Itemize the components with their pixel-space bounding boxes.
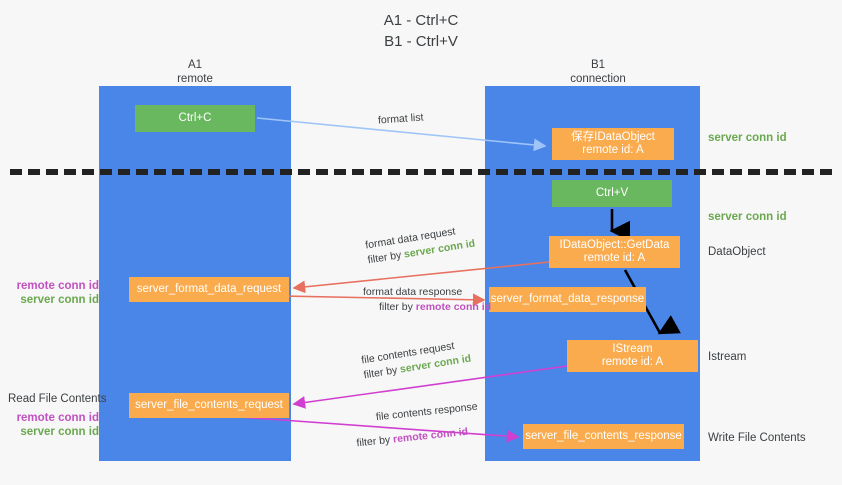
title-line-2: B1 - Ctrl+V xyxy=(384,33,458,50)
label-format-data-response-text: format data response xyxy=(363,286,463,298)
lane-header-b1: B1 connection xyxy=(533,58,663,86)
lane-a1-name: A1 xyxy=(187,59,203,71)
label-file-contents-response: file contents response filter by remote … xyxy=(353,400,481,452)
node-server-file-contents-response-label: server_file_contents_response xyxy=(525,429,682,442)
node-idataobject-line2: remote id: A xyxy=(582,144,644,156)
note-conn-ids-file: remote conn id server conn id xyxy=(7,411,99,439)
label-format-data-request: format data request filter by server con… xyxy=(364,222,476,269)
node-istream[interactable]: IStream remote id: A xyxy=(567,340,698,372)
node-server-file-contents-response[interactable]: server_file_contents_response xyxy=(523,424,684,449)
label-format-data-response-filter-prefix: filter by xyxy=(379,301,416,313)
node-ctrl-c-label: Ctrl+C xyxy=(178,111,212,124)
note-read-file-contents: Read File Contents xyxy=(8,393,107,405)
lane-a1-subtitle: remote xyxy=(177,73,213,85)
note-write-file-contents: Write File Contents xyxy=(708,432,806,444)
node-ctrl-v-label: Ctrl+V xyxy=(595,186,629,199)
note-server-conn-id-format: server conn id xyxy=(20,294,99,306)
node-server-format-data-response-label: server_format_data_response xyxy=(490,292,645,305)
note-dataobject: DataObject xyxy=(708,246,766,258)
node-server-format-data-request[interactable]: server_format_data_request xyxy=(129,277,289,302)
node-getdata-line2: remote id: A xyxy=(583,252,646,264)
label-file-contents-response-text: file contents response xyxy=(375,400,479,424)
lane-header-a1: A1 remote xyxy=(135,58,255,86)
page-title: A1 - Ctrl+C B1 - Ctrl+V xyxy=(0,10,842,52)
node-istream-line1: IStream xyxy=(612,342,653,355)
label-format-data-response: format data response filter by remote co… xyxy=(363,285,491,315)
phase-divider xyxy=(10,169,832,175)
node-server-file-contents-request[interactable]: server_file_contents_request xyxy=(129,393,289,418)
node-server-file-contents-request-label: server_file_contents_request xyxy=(135,398,283,411)
note-remote-conn-id-file: remote conn id xyxy=(16,412,99,424)
label-format-list: format list xyxy=(378,110,424,128)
label-format-list-text: format list xyxy=(377,111,424,127)
lane-b1-subtitle: connection xyxy=(570,73,626,85)
node-getdata-line1: IDataObject::GetData xyxy=(559,238,670,251)
node-server-format-data-response[interactable]: server_format_data_response xyxy=(489,287,646,312)
node-ctrl-c[interactable]: Ctrl+C xyxy=(135,105,255,132)
note-server-conn-id-mid: server conn id xyxy=(708,211,787,223)
label-file-contents-request: file contents request filter by server c… xyxy=(360,337,472,384)
label-file-contents-response-filter-prefix: filter by xyxy=(355,433,394,450)
note-server-conn-id-file: server conn id xyxy=(20,426,99,438)
node-idataobject-line1: 保存IDataObject xyxy=(571,130,655,143)
title-line-1: A1 - Ctrl+C xyxy=(383,12,459,29)
node-idataobject[interactable]: 保存IDataObject remote id: A xyxy=(552,128,674,160)
note-server-conn-id-top: server conn id xyxy=(708,132,787,144)
note-conn-ids-format: remote conn id server conn id xyxy=(7,279,99,307)
note-remote-conn-id-format: remote conn id xyxy=(16,280,99,292)
node-istream-line2: remote id: A xyxy=(601,356,664,368)
lane-b1-name: B1 xyxy=(590,59,606,71)
node-getdata[interactable]: IDataObject::GetData remote id: A xyxy=(549,236,680,268)
node-server-format-data-request-label: server_format_data_request xyxy=(136,282,282,295)
note-istream: Istream xyxy=(708,351,747,363)
label-file-contents-response-filter-value: remote conn id xyxy=(392,425,469,446)
label-format-data-response-filter-value: remote conn id xyxy=(415,301,492,313)
node-ctrl-v[interactable]: Ctrl+V xyxy=(552,180,672,207)
